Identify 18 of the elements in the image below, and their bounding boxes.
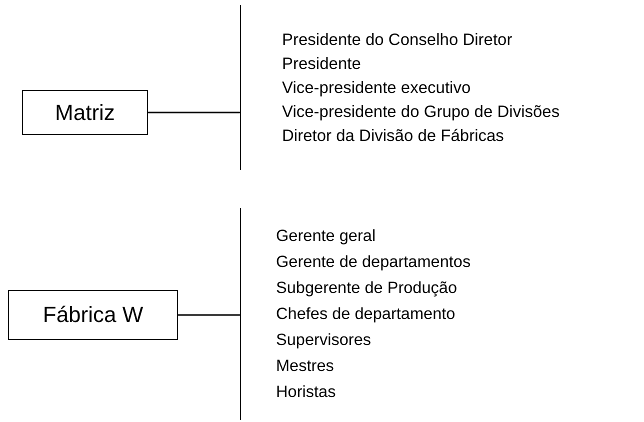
job-title: Gerente de departamentos bbox=[276, 252, 472, 273]
job-title: Supervisores bbox=[276, 330, 372, 351]
org-box bbox=[22, 90, 148, 135]
connector-line bbox=[148, 112, 240, 114]
job-title: Chefes de departamento bbox=[276, 304, 456, 325]
job-title: Vice-presidente executivo bbox=[282, 78, 472, 98]
job-title: Mestres bbox=[276, 356, 335, 377]
job-title: Horistas bbox=[276, 382, 337, 403]
job-title: Diretor da Divisão de Fábricas bbox=[282, 126, 505, 146]
connector-line bbox=[178, 314, 240, 316]
unit-name: Fábrica W bbox=[42, 302, 144, 328]
job-title: Gerente geral bbox=[276, 226, 377, 247]
job-title: Presidente do Conselho Diretor bbox=[282, 30, 514, 50]
job-title: Presidente bbox=[282, 54, 362, 74]
job-title: Vice-presidente do Grupo de Divisões bbox=[282, 102, 561, 122]
unit-name: Matriz bbox=[55, 100, 115, 126]
job-title: Subgerente de Produção bbox=[276, 278, 458, 299]
org-box bbox=[8, 290, 178, 340]
